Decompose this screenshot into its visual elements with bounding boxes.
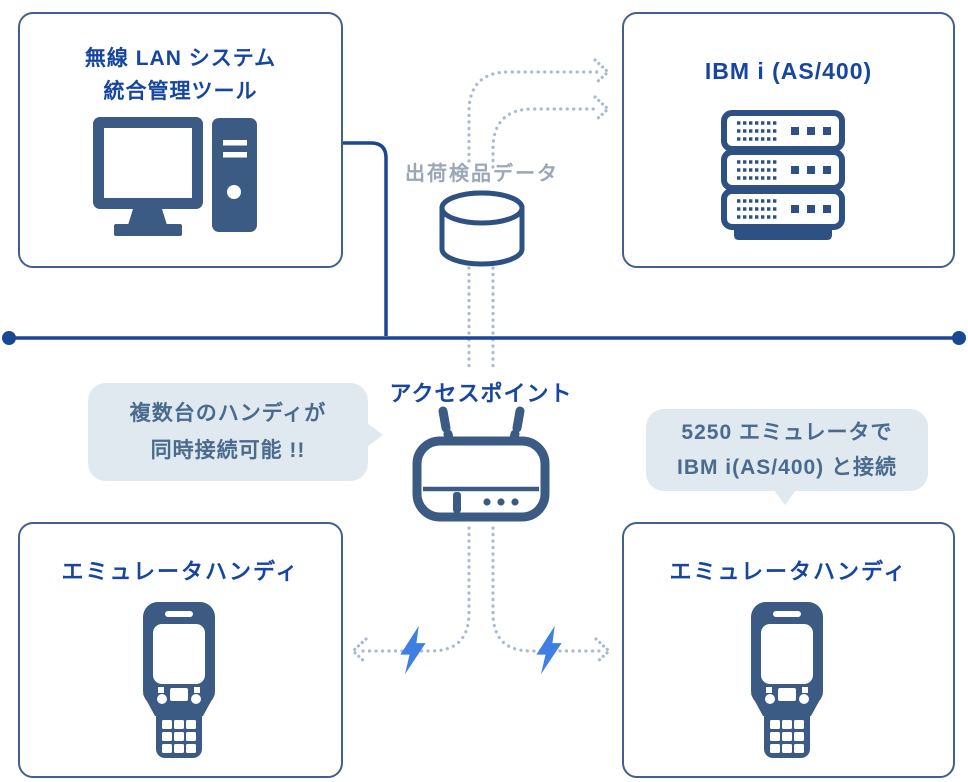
lightning-bolt-icon bbox=[400, 625, 426, 675]
antenna-right bbox=[506, 406, 525, 457]
dotted-flow-lines bbox=[351, 58, 611, 665]
bubble-left-line1: 複数台のハンディが bbox=[129, 402, 327, 425]
access-point-icon bbox=[412, 406, 550, 522]
network-trunk-line bbox=[2, 331, 966, 345]
bubble-right-line2: IBM i(AS/400) と接続 bbox=[676, 456, 898, 479]
database-cylinder-icon bbox=[439, 190, 525, 267]
bubble-right-line1: 5250 エミュレータで bbox=[681, 421, 893, 444]
arrowhead-right-icon bbox=[593, 58, 610, 86]
bubble-left-line2: 同時接続可能 !! bbox=[150, 439, 306, 462]
management-title: 無線 LAN システム 統合管理ツール bbox=[20, 14, 341, 108]
speech-bubble-multi-connect: 複数台のハンディが 同時接続可能 !! bbox=[88, 383, 383, 481]
dotted-arrow-to-ibm-upper bbox=[467, 70, 599, 163]
shipping-data-label: 出荷検品データ bbox=[405, 163, 559, 185]
speech-bubble-5250-emulator: 5250 エミュレータで IBM i(AS/400) と接続 bbox=[646, 409, 928, 505]
box-emulator-handy-right: エミュレータハンディ bbox=[622, 522, 955, 778]
handy-left-title: エミュレータハンディ bbox=[61, 559, 300, 584]
dotted-arrow-to-handy-left bbox=[361, 526, 471, 653]
access-point-label: アクセスポイント bbox=[389, 381, 573, 406]
management-title-line2: 統合管理ツール bbox=[103, 80, 258, 103]
lightning-bolt-icon bbox=[536, 625, 562, 675]
trunk-endpoint-left bbox=[2, 331, 16, 345]
arrowhead-right-icon bbox=[593, 95, 610, 123]
antenna-left bbox=[438, 406, 457, 457]
box-wireless-lan-management: 無線 LAN システム 統合管理ツール bbox=[18, 12, 343, 268]
ibm-i-title: IBM i (AS/400) bbox=[704, 58, 873, 84]
management-title-line1: 無線 LAN システム bbox=[84, 47, 277, 70]
trunk-endpoint-right bbox=[952, 331, 966, 345]
box-ibm-i-as400: IBM i (AS/400) bbox=[622, 12, 955, 268]
handy-right-title: エミュレータハンディ bbox=[669, 559, 908, 584]
dotted-arrow-to-handy-right bbox=[491, 526, 601, 653]
arrowhead-left-icon bbox=[351, 637, 368, 665]
box-emulator-handy-left: エミュレータハンディ bbox=[18, 522, 343, 778]
arrowhead-right-icon bbox=[594, 637, 611, 665]
